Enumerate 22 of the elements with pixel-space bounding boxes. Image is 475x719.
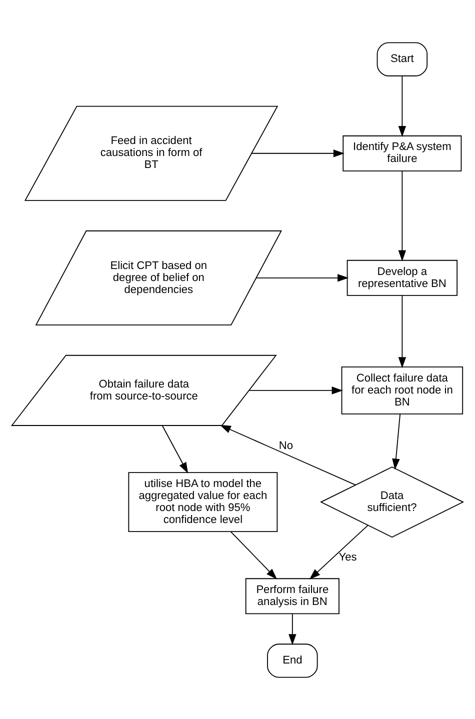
arrow <box>288 612 296 645</box>
arrow <box>398 75 406 137</box>
arrow <box>398 294 406 368</box>
arrow <box>256 274 349 282</box>
arrow <box>392 413 401 470</box>
node-box: utilise HBA to model the aggregated value for each root node with 95% confidence level <box>128 472 278 532</box>
edge-label: Yes <box>338 551 357 564</box>
node-box: Perform failure analysis in BN <box>245 578 340 614</box>
arrow <box>162 424 188 473</box>
arrow <box>309 524 368 580</box>
node-box: Collect failure data for each root node in BN <box>341 366 464 414</box>
node-box: Develop a representative BN <box>346 259 458 296</box>
arrow <box>220 424 356 485</box>
arrow <box>248 386 343 394</box>
edge-label: No <box>278 440 294 452</box>
node-box: End <box>267 643 318 678</box>
node-diamond: Data sufficient? <box>320 466 464 538</box>
node-box: Start <box>376 42 428 76</box>
node-box: Identify P&A system failure <box>342 134 462 171</box>
arrow <box>230 530 278 579</box>
arrow <box>251 149 345 157</box>
arrow <box>398 170 406 261</box>
